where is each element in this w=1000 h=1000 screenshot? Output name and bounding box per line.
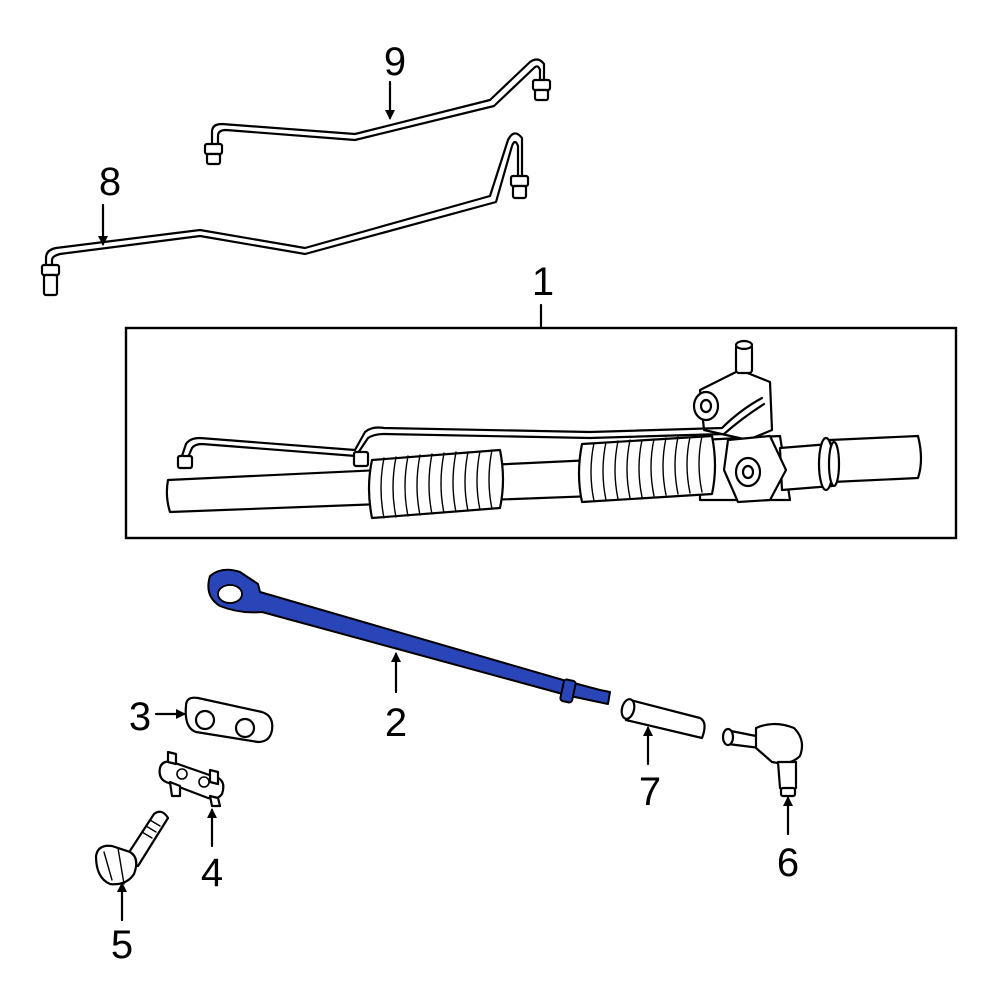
callout-2: 2 bbox=[385, 701, 407, 745]
outer-tie-rod-end-6[interactable] bbox=[721, 722, 804, 798]
pressure-line-8[interactable] bbox=[40, 132, 530, 297]
callout-6: 6 bbox=[777, 841, 799, 885]
plate-3[interactable] bbox=[184, 696, 274, 744]
bolt-5[interactable] bbox=[94, 810, 170, 886]
callout-5: 5 bbox=[111, 923, 133, 967]
adjuster-sleeve-7[interactable] bbox=[620, 698, 706, 740]
callout-7: 7 bbox=[639, 770, 661, 814]
callout-9: 9 bbox=[384, 40, 406, 84]
callout-1: 1 bbox=[532, 260, 554, 304]
pressure-line-9[interactable] bbox=[203, 58, 552, 166]
lock-plate-4[interactable] bbox=[158, 750, 225, 808]
callout-8: 8 bbox=[99, 160, 121, 204]
inner-tie-rod-2[interactable] bbox=[207, 568, 611, 705]
callout-4: 4 bbox=[201, 851, 223, 895]
right-boot bbox=[577, 434, 717, 504]
left-boot bbox=[367, 448, 505, 520]
callout-3: 3 bbox=[129, 695, 151, 739]
rack-and-pinion-assembly[interactable] bbox=[165, 339, 923, 520]
